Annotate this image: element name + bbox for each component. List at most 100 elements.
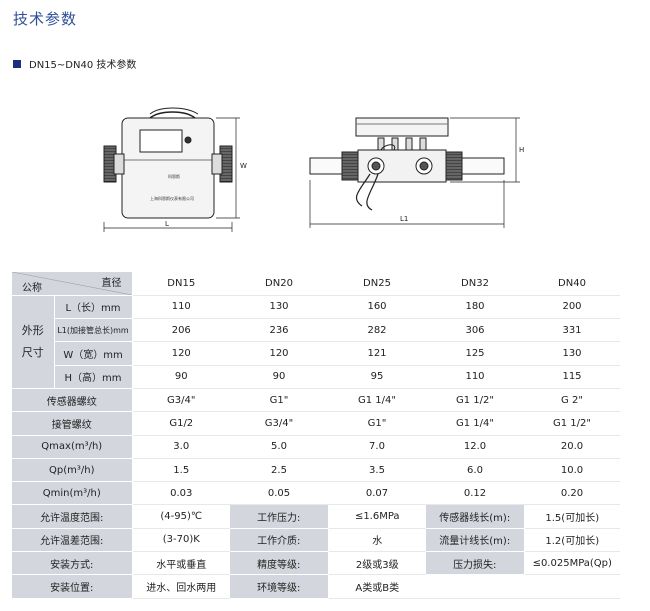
row-label: H（高）mm bbox=[54, 365, 133, 389]
column-header: DN32 bbox=[426, 272, 524, 296]
info-value: 1.2(可加长) bbox=[524, 528, 620, 553]
column-header: DN20 bbox=[230, 272, 328, 296]
info-label: 允许温度范围: bbox=[12, 504, 133, 529]
spec-table: 直径 公称 DN15 DN20 DN25 DN32 DN40 外形 尺寸 L（长… bbox=[12, 272, 620, 599]
table-row: H（高）mm 90 90 95 110 115 bbox=[12, 365, 620, 389]
info-label: 安装位置: bbox=[12, 574, 133, 599]
table-cell: 20.0 bbox=[524, 435, 620, 459]
table-cell: 6.0 bbox=[426, 458, 524, 483]
table-row: L1(加接管总长)mm 206 236 282 306 331 bbox=[12, 318, 620, 343]
info-row: 允许温度范围: (4-95)℃ 工作压力: ≤1.6MPa 传感器线长(m): … bbox=[12, 504, 620, 529]
info-row: 安装位置: 进水、回水两用 环境等级: A类或B类 bbox=[12, 574, 620, 599]
column-header: DN25 bbox=[328, 272, 426, 296]
info-value: 1.5(可加长) bbox=[524, 504, 620, 529]
info-value: A类或B类 bbox=[328, 574, 426, 599]
dim-L-label: L bbox=[165, 220, 169, 228]
table-row: 外形 尺寸 L（长）mm 110 130 160 180 200 bbox=[12, 295, 620, 389]
table-cell: 2.5 bbox=[230, 458, 328, 483]
info-label: 流量计线长(m): bbox=[426, 528, 525, 553]
section-heading-text: DN15~DN40 技术参数 bbox=[29, 60, 137, 71]
front-maker: 上海科恩斯仪表有限公司 bbox=[150, 195, 194, 201]
table-row: W（宽）mm 120 120 121 125 130 bbox=[12, 341, 620, 366]
info-label: 工作介质: bbox=[230, 528, 329, 553]
corner-top-label: 直径 bbox=[101, 278, 122, 289]
column-header: DN15 bbox=[132, 272, 230, 296]
table-cell: G1 1/4" bbox=[426, 411, 524, 436]
front-label: 科恩斯 bbox=[168, 173, 180, 179]
corner-diagonal bbox=[12, 272, 130, 295]
table-cell: 95 bbox=[328, 365, 426, 389]
row-label: 传感器螺纹 bbox=[12, 388, 133, 413]
table-cell: 115 bbox=[524, 365, 620, 389]
section-heading: DN15~DN40 技术参数 bbox=[13, 56, 136, 71]
table-cell: 5.0 bbox=[230, 435, 328, 459]
dim-W-label: W bbox=[240, 162, 247, 170]
corner-bottom-label: 公称 bbox=[22, 282, 42, 294]
row-label: L（长）mm bbox=[54, 295, 133, 320]
info-label: 允许温差范围: bbox=[12, 528, 133, 553]
info-row: 安装方式: 水平或垂直 精度等级: 2级或3级 压力损失: ≤0.025MPa(… bbox=[12, 551, 620, 576]
table-row: Qmin(m³/h) 0.03 0.05 0.07 0.12 0.20 bbox=[12, 481, 620, 506]
table-row: 接管螺纹 G1/2 G3/4" G1" G1 1/4" G1 1/2" bbox=[12, 411, 620, 436]
table-cell: 200 bbox=[524, 295, 620, 320]
dimension-group-label: 外形 尺寸 bbox=[12, 295, 55, 389]
table-cell: 110 bbox=[426, 365, 524, 389]
info-value: 水平或垂直 bbox=[132, 551, 230, 576]
row-label: Qmax(m³/h) bbox=[12, 435, 133, 459]
row-label: L1(加接管总长)mm bbox=[54, 318, 133, 343]
info-label: 安装方式: bbox=[12, 551, 133, 576]
table-cell: G1" bbox=[230, 388, 328, 413]
table-cell: G3/4" bbox=[132, 388, 230, 413]
info-value: (4-95)℃ bbox=[132, 504, 230, 529]
table-cell: 10.0 bbox=[524, 458, 620, 483]
table-cell: 282 bbox=[328, 318, 426, 343]
table-cell: G3/4" bbox=[230, 411, 328, 436]
table-cell: 120 bbox=[132, 341, 230, 366]
technical-drawing: 科恩斯 上海科恩斯仪表有限公司 L W H L1 bbox=[103, 107, 524, 232]
info-label: 精度等级: bbox=[230, 551, 329, 576]
info-value bbox=[524, 574, 620, 599]
table-cell: 12.0 bbox=[426, 435, 524, 459]
info-label: 传感器线长(m): bbox=[426, 504, 525, 529]
table-cell: G 2" bbox=[524, 388, 620, 413]
info-value: (3-70)K bbox=[132, 528, 230, 553]
table-cell: G1 1/4" bbox=[328, 388, 426, 413]
table-cell: G1 1/2" bbox=[524, 411, 620, 436]
table-cell: 110 bbox=[132, 295, 230, 320]
table-cell: 3.0 bbox=[132, 435, 230, 459]
info-value bbox=[426, 574, 524, 599]
dim-H-label: H bbox=[519, 146, 524, 154]
table-cell: 7.0 bbox=[328, 435, 426, 459]
table-cell: 1.5 bbox=[132, 458, 230, 483]
info-row: 允许温差范围: (3-70)K 工作介质: 水 流量计线长(m): 1.2(可加… bbox=[12, 528, 620, 553]
table-cell: 180 bbox=[426, 295, 524, 320]
table-cell: 3.5 bbox=[328, 458, 426, 483]
table-cell: 0.03 bbox=[132, 481, 230, 506]
row-label: Qp(m³/h) bbox=[12, 458, 133, 483]
table-cell: G1 1/2" bbox=[426, 388, 524, 413]
table-cell: 236 bbox=[230, 318, 328, 343]
table-cell: 0.07 bbox=[328, 481, 426, 506]
table-cell: 121 bbox=[328, 341, 426, 366]
info-value: 进水、回水两用 bbox=[132, 574, 230, 599]
group-label-1: 外形 bbox=[21, 323, 44, 337]
row-label: 接管螺纹 bbox=[12, 411, 133, 436]
table-cell: 0.05 bbox=[230, 481, 328, 506]
table-row: Qp(m³/h) 1.5 2.5 3.5 6.0 10.0 bbox=[12, 458, 620, 483]
table-cell: 160 bbox=[328, 295, 426, 320]
table-cell: 125 bbox=[426, 341, 524, 366]
table-cell: 331 bbox=[524, 318, 620, 343]
front-view bbox=[103, 107, 240, 232]
table-cell: 130 bbox=[524, 341, 620, 366]
group-label-2: 尺寸 bbox=[21, 345, 44, 359]
info-value: 水 bbox=[328, 528, 426, 553]
table-cell: 120 bbox=[230, 341, 328, 366]
table-cell: 0.20 bbox=[524, 481, 620, 506]
info-value: 2级或3级 bbox=[328, 551, 426, 576]
table-cell: G1/2 bbox=[132, 411, 230, 436]
square-bullet-icon bbox=[13, 59, 21, 68]
table-row: Qmax(m³/h) 3.0 5.0 7.0 12.0 20.0 bbox=[12, 435, 620, 459]
row-label: Qmin(m³/h) bbox=[12, 481, 133, 506]
table-cell: 90 bbox=[230, 365, 328, 389]
table-cell: 90 bbox=[132, 365, 230, 389]
